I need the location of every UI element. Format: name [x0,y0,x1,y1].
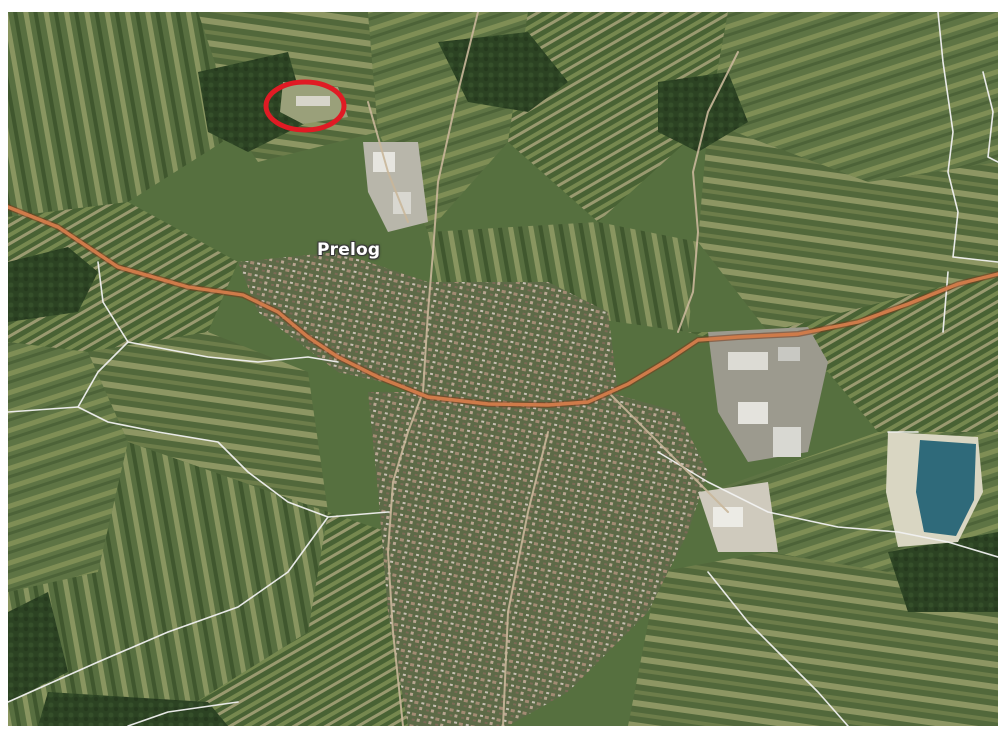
location-marker-circle[interactable] [263,79,347,133]
satellite-map[interactable]: Prelog [8,12,998,726]
map-imagery [8,12,998,726]
